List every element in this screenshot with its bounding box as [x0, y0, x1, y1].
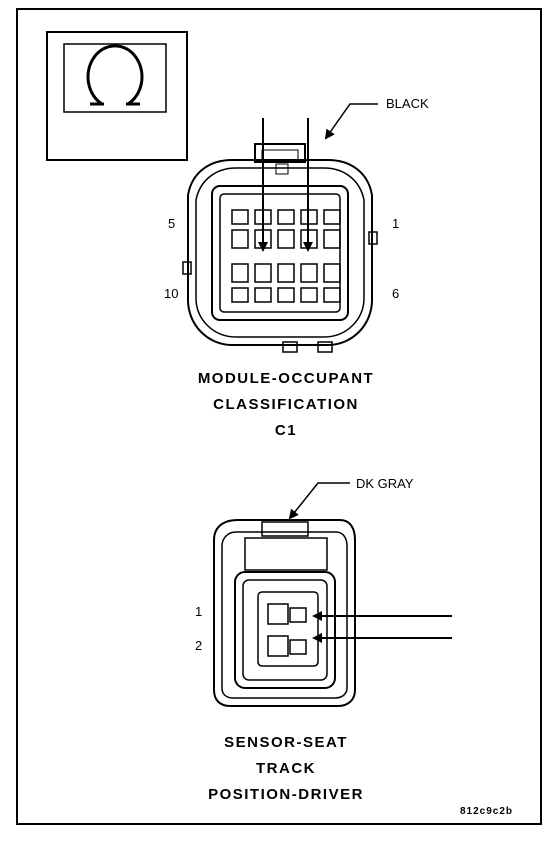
sensor-pin-1-label: 1 [195, 604, 203, 619]
sensor-pin-2-label: 2 [195, 638, 203, 653]
c1-connector [182, 103, 378, 353]
c1-color-leader-line [324, 103, 378, 140]
sensor-color-label: DK GRAY [356, 476, 414, 491]
c1-cavities-top-row [231, 209, 341, 249]
sensor-title-line-2: TRACK [256, 760, 316, 777]
c1-title-line-2: CLASSIFICATION [213, 396, 359, 413]
c1-title-line-3: C1 [274, 422, 298, 439]
c1-pin-5-label: 5 [168, 216, 176, 231]
c1-title-line-1: MODULE-OCCUPANT [197, 370, 375, 387]
sensor-title-line-1: SENSOR-SEAT [224, 734, 348, 751]
c1-pin-10-label: 10 [164, 286, 179, 301]
connector-face-view-icon [46, 31, 188, 161]
figure-border [16, 8, 542, 825]
sensor-cavities [267, 603, 307, 657]
c1-pin-1-label: 1 [392, 216, 400, 231]
figure-code: 812c9c2b [460, 806, 514, 817]
c1-pin-6-label: 6 [392, 286, 400, 301]
sensor-title: SENSOR-SEAT TRACK POSITION-DRIVER [136, 730, 436, 808]
c1-color-label: BLACK [386, 96, 429, 111]
sensor-connector [213, 482, 452, 707]
sensor-color-leader-line [288, 482, 350, 520]
c1-cavities-bottom-row [231, 263, 341, 303]
sensor-title-line-3: POSITION-DRIVER [208, 786, 364, 803]
c1-title: MODULE-OCCUPANT CLASSIFICATION C1 [136, 366, 436, 444]
